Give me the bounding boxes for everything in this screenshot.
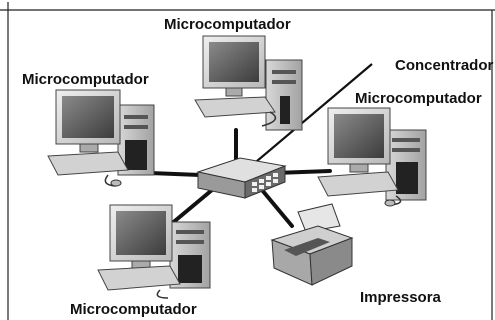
pc-left xyxy=(47,89,155,187)
pc-bottom-label: Microcomputador xyxy=(70,301,197,318)
printer-label: Impressora xyxy=(360,289,441,306)
hub xyxy=(196,157,287,199)
pc-left-label: Microcomputador xyxy=(22,71,149,88)
pc-top xyxy=(194,35,303,131)
printer xyxy=(270,203,354,286)
printer-side xyxy=(309,237,353,286)
printer-paper xyxy=(297,203,341,233)
pc-top-label: Microcomputador xyxy=(164,16,291,33)
hub-label-leader-line xyxy=(243,63,373,173)
pc-keyboard xyxy=(194,96,276,118)
pc-right xyxy=(317,107,427,207)
cable-printer xyxy=(260,188,294,228)
cable-pc-left xyxy=(148,171,202,177)
pc-keyboard xyxy=(47,151,129,176)
hub-label: Concentrador xyxy=(395,57,494,74)
pc-bottom xyxy=(97,204,211,299)
pc-right-label: Microcomputador xyxy=(355,90,482,107)
cable-pc-bottom xyxy=(168,188,214,227)
pc-keyboard xyxy=(97,265,181,291)
pc-keyboard xyxy=(317,171,399,197)
